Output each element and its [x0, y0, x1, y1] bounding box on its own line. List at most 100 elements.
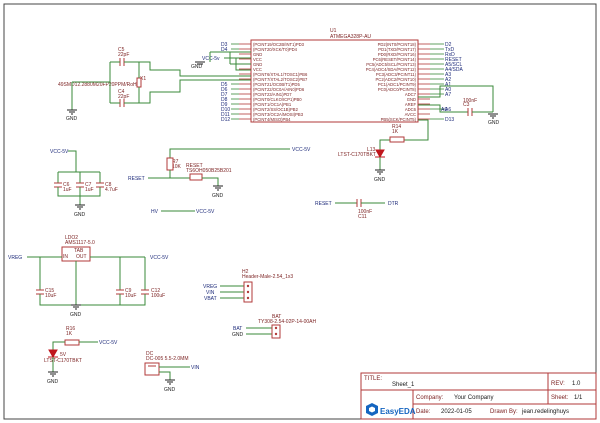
mcu-left-net-label: D7 [221, 92, 228, 98]
regulator-ldo2[interactable]: TAB OUT IN [61, 246, 91, 262]
mcu-right-pin-label: PB5(SCK/PCINT5) [381, 117, 417, 122]
dc-jack-section: DC DC-005 5.5-2.0MM VIN GND [144, 351, 200, 393]
r16-ref: R16 [66, 326, 75, 332]
mcu-right-net-label: A6 [445, 107, 451, 113]
gnd-label-3: GND [488, 120, 500, 126]
l13-ref: L13 [367, 147, 376, 153]
c11-val: 100nF [358, 209, 372, 215]
mcu-left-pin-label: VCC [253, 67, 262, 72]
resistor-r7[interactable] [166, 157, 174, 171]
l13-val: LTST-C170TBKT [338, 152, 376, 158]
gnd-label-2: GND [191, 64, 203, 70]
mcu-left-pin-label: (PCINT2/SS/OC1B)PB2 [253, 107, 299, 112]
c6-val: 1uF [63, 187, 72, 193]
mcu-right-pin-label: PD0(RXD/PCINT16) [378, 52, 417, 57]
easyeda-logo: EasyEDA [366, 403, 416, 416]
mcu-right-net-label: A5/SCL [445, 62, 462, 68]
mcu-left-pin-label: GND [253, 62, 262, 67]
battery-section: BAT TY308-2.54-02P-14-00AH BAT GND [232, 314, 316, 339]
resistor-r16[interactable] [64, 339, 80, 346]
vcc-label-reset: VCC-5V [292, 147, 311, 153]
led-l13[interactable] [375, 149, 385, 159]
gnd-label-1: GND [66, 116, 78, 122]
capacitor-c8[interactable] [96, 182, 104, 188]
logo-text: EasyEDA [380, 407, 416, 416]
title-value: Sheet_1 [392, 382, 415, 388]
mcu-right-net-label: D13 [445, 117, 454, 123]
mcu-left-net-label: D9 [221, 102, 228, 108]
a6-label-2: A6 [441, 107, 447, 113]
mcu-right-net-label: A1 [445, 82, 451, 88]
capacitor-c9[interactable] [116, 289, 124, 295]
ldo2-val: AMS1117-5.0 [65, 240, 95, 246]
mcu-left-net-label: D11 [221, 112, 230, 118]
bat-ref: BAT [272, 314, 281, 320]
mcu-right-pin-label: PC4(ADC4/SDA/PCINT12) [366, 67, 417, 72]
led-5v[interactable] [48, 349, 58, 359]
hv-label: HV [151, 209, 159, 215]
vcc-label-decoupling: VCC-5V [50, 149, 69, 155]
led5v-ref: 5V [60, 352, 67, 358]
c4-ref: C4 [118, 89, 125, 95]
mcu-right-net-label: A7 [445, 92, 451, 98]
gnd-label-6: GND [74, 212, 86, 218]
battery-connector[interactable] [271, 324, 281, 339]
date-value: 2022-01-05 [441, 409, 472, 415]
mcu-u1[interactable]: U1 ATMEGA328P-AU (PCINT19/OC2B/INT1)PD3D… [221, 28, 463, 123]
reset-section: VCC-5V R7 10K RESET RESET TS6OH050B25B20… [128, 147, 311, 199]
capacitor-c3[interactable] [467, 108, 473, 116]
vcc-label-mcu: VCC-5v [202, 56, 220, 62]
date-label: Date: [416, 409, 431, 415]
mcu-left-pin-label: (PCINT22/OC0A/AIN0)PD6 [253, 87, 305, 92]
reset-switch[interactable] [189, 173, 203, 181]
mcu-right-pin-label: AVCC [405, 112, 416, 117]
mcu-left-pin-label: (PCINT21/OC0B/T1)PD5 [253, 82, 300, 87]
mcu-left-net-label: D12 [221, 117, 230, 123]
c8-ref: C8 [105, 182, 112, 188]
c15-ref: C15 [45, 288, 54, 294]
rev-label: REV: [551, 381, 565, 387]
capacitor-c5[interactable] [119, 58, 125, 66]
ldo-section: LDO2 AMS1117-5.0 TAB OUT IN VREG VCC-5V … [8, 235, 169, 318]
ldo2-tab-pin: TAB [74, 248, 84, 254]
mcu-right-net-label: TxD [445, 47, 455, 53]
c4-val: 22pF [118, 94, 129, 100]
capacitor-c15[interactable] [36, 289, 44, 295]
capacitor-c11[interactable] [356, 199, 362, 207]
x1-val: 49SMD12.2880M20FP20PPM/RoHS [58, 82, 141, 88]
resistor-r14[interactable] [389, 136, 405, 143]
reset-label-2: RESET [315, 201, 332, 207]
mcu-left-pin-label: (PCINT0/CLKO/ICP1)PB0 [253, 97, 302, 102]
capacitor-c7[interactable] [76, 182, 84, 188]
mcu-left-pin-label: (PCINT20/XCK/T0)PD4 [253, 47, 298, 52]
mcu-right-net-label: A4/SDA [445, 67, 463, 73]
vreg-label-1: VREG [8, 255, 22, 261]
r7-ref: R7 [172, 159, 179, 165]
drawn-value: jean.redelinghuys [521, 409, 569, 415]
vcc-label-hv: VCC-5V [196, 209, 215, 215]
dc-jack[interactable] [144, 362, 160, 376]
mcu-right-net-label: RESET [445, 57, 462, 63]
ldo2-out-pin: OUT [76, 254, 87, 260]
ground-crystal: GND [66, 109, 78, 122]
mcu-power-left: VCC-5v GND [191, 51, 251, 71]
capacitor-c4[interactable] [119, 99, 125, 107]
dc-ref: DC [146, 351, 154, 357]
c7-val: 1uF [85, 187, 94, 193]
crystal-x1[interactable] [136, 77, 142, 88]
dc-val: DC-005 5.5-2.0MM [146, 356, 189, 362]
mcu-right-pin-label: ADC7 [405, 92, 417, 97]
mcu-right-pin-label: PC5(ADC5/SCL/PCINT13) [366, 62, 416, 67]
header-h2[interactable] [243, 281, 253, 303]
r14-val: 1K [392, 129, 399, 135]
mcu-right-pin-label: PC1(ADC1/PCINT9) [378, 82, 417, 87]
mcu-right-net-label: RxD [445, 52, 455, 58]
ldo2-ref: LDO2 [65, 235, 78, 241]
capacitor-c12[interactable] [141, 289, 149, 295]
capacitor-c6[interactable] [54, 182, 62, 188]
gnd-label-9: GND [47, 379, 59, 385]
mcu-right-pin-label: PC3(ADC3/PCINT11) [376, 72, 417, 77]
mcu-left-pin-label: GND [253, 52, 262, 57]
mcu-left-net-label: D6 [221, 87, 228, 93]
c3-val: 100nF [463, 98, 477, 104]
